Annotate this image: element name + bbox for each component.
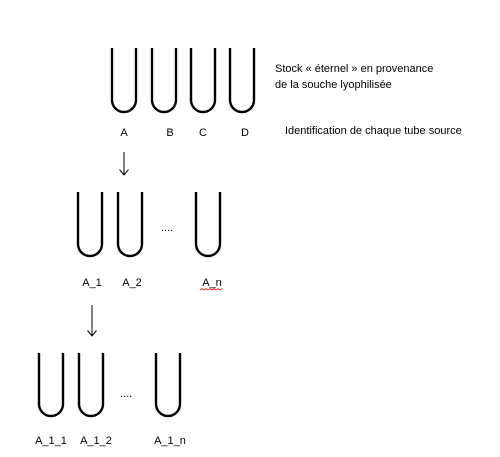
identification-caption: Identification de chaque tube source (285, 125, 462, 137)
row2-ellipsis: .... (161, 222, 173, 234)
tube-label-a-n: A_n (202, 277, 222, 289)
tube-label-a-1-2: A_1_2 (80, 435, 112, 447)
tube-a-1 (76, 192, 104, 258)
tube-label-d: D (241, 127, 249, 139)
spellcheck-underline (199, 287, 223, 291)
second-subculture-row: .... A_1_1 A_1_2 A_1_n (35, 353, 186, 447)
tube-label-a-2: A_2 (122, 277, 142, 289)
tube-a-n (194, 192, 222, 258)
row3-ellipsis: .... (120, 388, 132, 400)
tube-a-1-1 (37, 353, 65, 418)
tube-b (150, 48, 178, 114)
first-subculture-row: .... A_1 A_2 A_n (76, 192, 223, 291)
tube-label-c: C (199, 127, 207, 139)
tube-d (228, 48, 256, 114)
stock-caption-line2: de la souche lyophilisée (275, 79, 392, 91)
tube-label-a-1-1: A_1_1 (35, 435, 67, 447)
tube-label-b: B (166, 127, 173, 139)
tube-a-2 (116, 192, 144, 258)
tube-a-1-n (154, 353, 182, 418)
down-arrow-1 (119, 152, 129, 176)
tube-label-a-1: A_1 (82, 277, 102, 289)
down-arrow-2 (87, 305, 97, 337)
tube-a (110, 48, 138, 114)
stock-tube-row: A B C D (110, 48, 256, 139)
tube-label-a-1-n: A_1_n (154, 435, 186, 447)
tube-a-1-2 (77, 353, 105, 418)
tube-label-a: A (120, 127, 128, 139)
tube-c (189, 48, 217, 114)
stock-caption-line1: Stock « éternel » en provenance (275, 63, 433, 75)
